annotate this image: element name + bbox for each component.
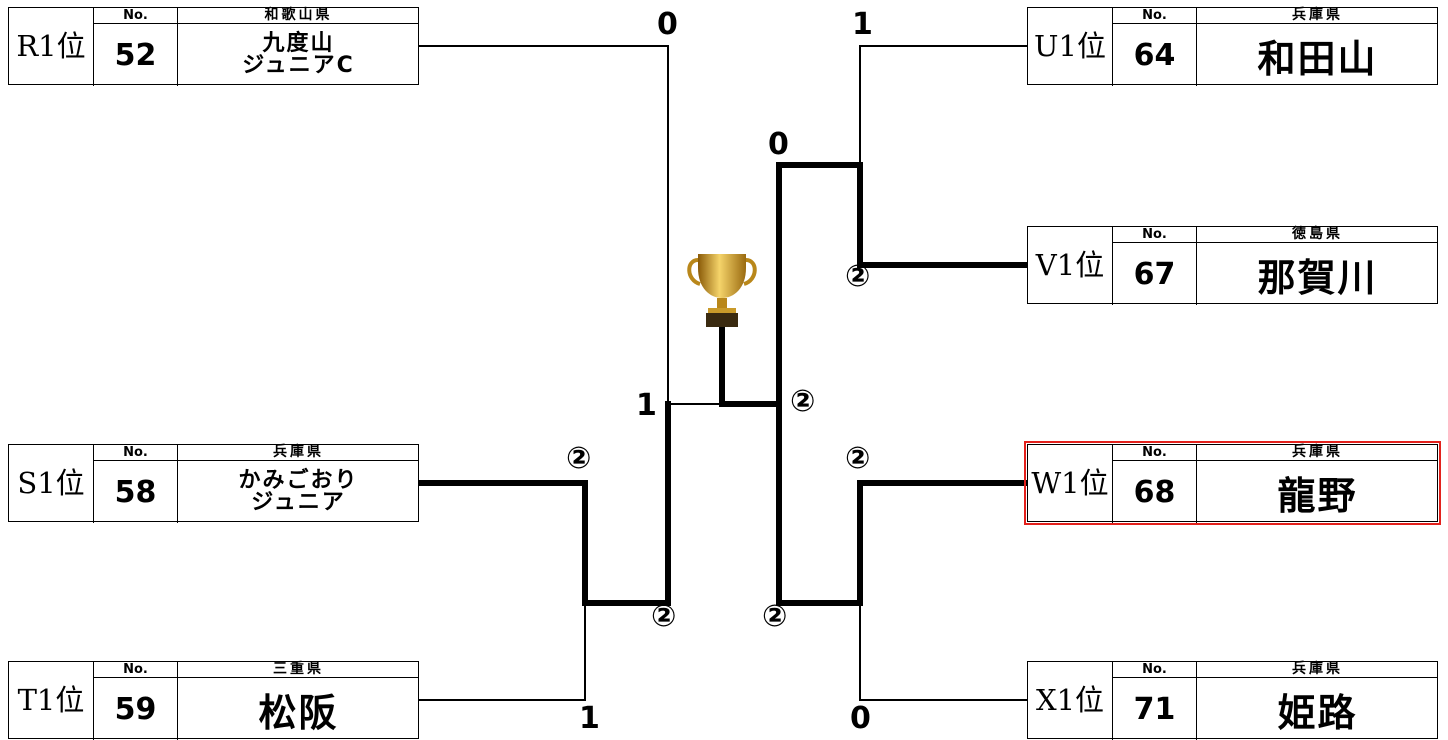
team-name: 龍野 (1277, 473, 1358, 518)
line-u1 (859, 45, 1028, 166)
line-uv (776, 162, 863, 407)
rank-label: T1位 (17, 682, 85, 717)
number-header: No. (93, 8, 178, 24)
team-card-r1[interactable]: R1位 No. 52 和歌山県 九度山 ジュニアC (8, 7, 419, 86)
prefecture: 兵庫県 (178, 445, 419, 461)
score-left-final: 1 (636, 388, 657, 423)
number-header: No. (93, 662, 178, 678)
rank-label: R1位 (16, 28, 86, 63)
number-header: No. (93, 445, 178, 461)
team-name: 松阪 (258, 690, 339, 735)
score-right-final: ② (790, 384, 816, 419)
line-wx (776, 401, 863, 606)
score-t1: 1 (579, 701, 600, 736)
team-card-t1[interactable]: T1位 No. 59 三重県 松阪 (8, 661, 419, 740)
rank-label: U1位 (1034, 28, 1106, 63)
team-name: 姫路 (1277, 690, 1358, 735)
team-number: 71 (1112, 678, 1197, 740)
team-number: 67 (1112, 243, 1197, 305)
number-header: No. (1112, 445, 1197, 461)
team-number: 58 (93, 461, 178, 523)
rank-label: X1位 (1035, 682, 1105, 717)
team-name: 和田山 (1257, 36, 1378, 81)
team-number: 64 (1112, 24, 1197, 86)
score-v1: ② (845, 259, 871, 294)
rank-label: S1位 (17, 465, 85, 500)
team-card-x1[interactable]: X1位 No. 71 兵庫県 姫路 (1027, 661, 1438, 740)
score-x1: 0 (850, 701, 871, 736)
line-st (582, 401, 671, 606)
number-header: No. (1112, 662, 1197, 678)
line-s1 (417, 480, 588, 606)
team-card-u1[interactable]: U1位 No. 64 兵庫県 和田山 (1027, 7, 1438, 86)
score-st: ② (651, 599, 677, 634)
team-number: 68 (1112, 461, 1197, 523)
score-u1: 1 (852, 7, 873, 42)
score-r1: 0 (657, 7, 678, 42)
number-header: No. (1112, 8, 1197, 24)
rank-label: W1位 (1031, 465, 1109, 500)
team-card-s1[interactable]: S1位 No. 58 兵庫県 かみごおり ジュニア (8, 444, 419, 523)
line-r1 (419, 45, 669, 405)
line-w1 (857, 480, 1030, 606)
line-t1 (419, 602, 586, 701)
team-name: 九度山 ジュニアC (242, 31, 355, 78)
prefecture: 和歌山県 (178, 8, 419, 24)
score-w1: ② (845, 441, 871, 476)
team-number: 59 (93, 678, 178, 740)
prefecture: 三重県 (178, 662, 419, 678)
line-x1 (859, 602, 1028, 701)
line-v1 (857, 162, 1030, 268)
score-uv: 0 (768, 127, 789, 162)
number-header: No. (1112, 227, 1197, 243)
prefecture: 徳島県 (1197, 227, 1438, 243)
team-name: かみごおり ジュニア (238, 468, 359, 515)
prefecture: 兵庫県 (1197, 8, 1438, 24)
prefecture: 兵庫県 (1197, 662, 1438, 678)
trophy-icon (687, 254, 757, 327)
team-number: 52 (93, 24, 178, 86)
rank-label: V1位 (1035, 247, 1105, 282)
score-s1: ② (566, 441, 592, 476)
team-name: 那賀川 (1257, 255, 1378, 300)
score-wx: ② (762, 599, 788, 634)
prefecture: 兵庫県 (1197, 445, 1438, 461)
team-card-w1[interactable]: W1位 No. 68 兵庫県 龍野 (1024, 441, 1441, 525)
team-card-v1[interactable]: V1位 No. 67 徳島県 那賀川 (1027, 226, 1438, 305)
